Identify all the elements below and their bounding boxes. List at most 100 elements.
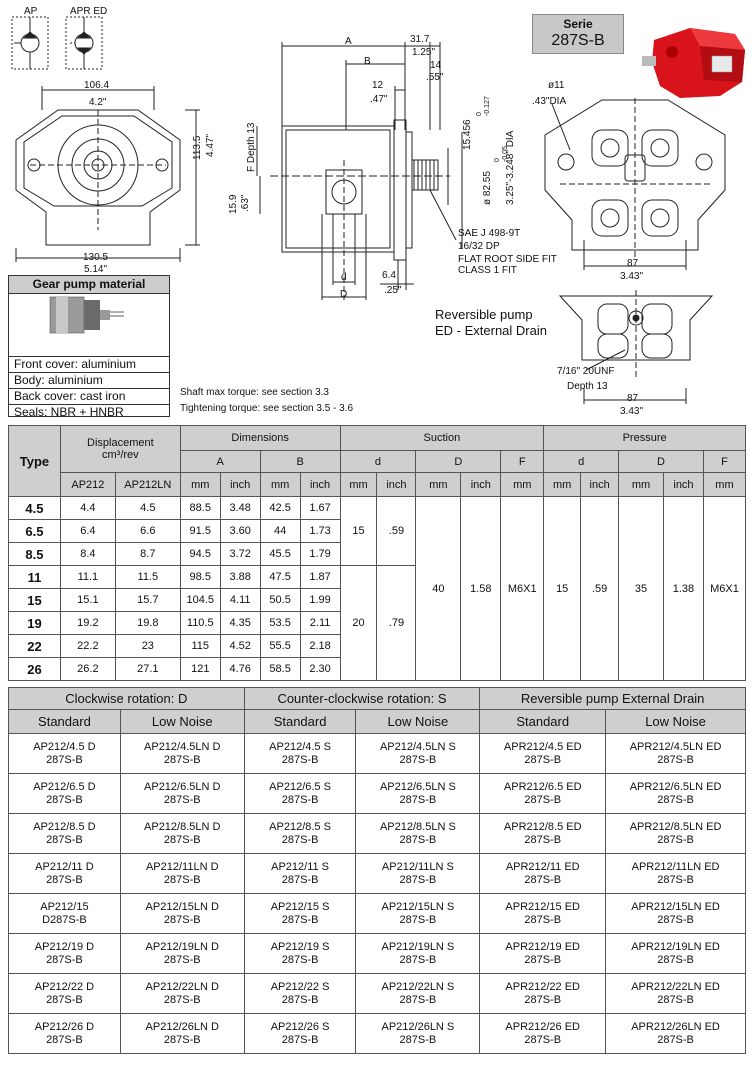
cell-a-in: 4.52 [219, 634, 261, 658]
cell-a-in: 4.76 [219, 657, 261, 681]
code-series-line: 287S-B [163, 873, 201, 886]
col-pressure: Pressure [543, 425, 746, 451]
code-series-line: 287S-B [163, 1033, 201, 1046]
code-line: APR212/8.5LN ED [629, 820, 722, 833]
col-suction-F: F [500, 450, 545, 473]
code-line: AP212/11LN S [381, 860, 454, 873]
col-standard: Standard [243, 709, 357, 734]
pump-photo [642, 28, 745, 98]
thread-spec-2: Depth 13 [567, 381, 608, 392]
code-series-line: 287S-B [524, 753, 562, 766]
cell-ap: 4.4 [59, 496, 116, 520]
code-series-line: 287S-B [46, 1033, 83, 1046]
col-low-noise: Low Noise [119, 709, 245, 734]
unit-mm: mm [179, 472, 221, 497]
col-type: Type [8, 425, 61, 497]
cell-b-in: 1.79 [299, 542, 341, 566]
symbol-apr-ed-label: APR ED [70, 6, 108, 17]
code-series-line: 287S-B [163, 993, 201, 1006]
cell-pressure-D-mm: 35 [618, 496, 664, 681]
cell-pressure-D-in: 1.38 [663, 496, 704, 681]
cell-b-in: 2.11 [299, 611, 341, 635]
dim-15-9: 15.9 [228, 194, 239, 214]
dim-dia-in: 3.25"-3.248" DIA [505, 130, 516, 205]
cell-a-in: 4.35 [219, 611, 261, 635]
dim-12: 12 [372, 80, 384, 91]
code-line: AP212/11 D [35, 860, 94, 873]
code-line: APR212/4.5LN ED [629, 740, 722, 753]
cell-ap: 26.2 [59, 657, 116, 681]
cell-b-in: 1.67 [299, 496, 341, 520]
code-series-line: 287S-B [163, 833, 201, 846]
unit-mm: mm [500, 472, 545, 497]
dim-a: A [345, 36, 352, 47]
code-line: AP212/22LN S [381, 980, 455, 993]
table-row: 22 22.2 23 115 4.52 55.5 2.18 [8, 634, 746, 658]
cell-ln: 11.5 [114, 565, 181, 589]
code-series-line: 287S-B [46, 993, 83, 1006]
cell-ap: 6.4 [59, 519, 116, 543]
code-line: AP212/26LN D [145, 1020, 219, 1033]
code-line: AP212/19 S [270, 940, 330, 953]
tol-15-lower: -0.127 [484, 96, 491, 116]
code-series-line: D287S-B [42, 913, 87, 926]
cell-type: 11 [8, 565, 61, 589]
cell-a-mm: 104.5 [179, 588, 221, 612]
col-ap212ln: AP212LN [114, 472, 181, 497]
cell-b-mm: 44 [259, 519, 301, 543]
cell-b-in: 2.18 [299, 634, 341, 658]
cell-pressure-d-in: .59 [580, 496, 620, 681]
code-series-line: 287S-B [657, 993, 694, 1006]
thread-spec-1: 7/16" 20UNF [557, 366, 615, 377]
material-title: Gear pump material [9, 276, 169, 294]
unit-inch: inch [580, 472, 620, 497]
code-series-line: 287S-B [657, 953, 694, 966]
front-width-mm: 106.4 [84, 80, 110, 91]
table-row: 26 26.2 27.1 121 4.76 58.5 2.30 [8, 657, 746, 681]
cell-type: 19 [8, 611, 61, 635]
code-series-line: 287S-B [399, 913, 437, 926]
cell-type: 4.5 [8, 496, 61, 520]
rear-dim-3-43: 3.43" [620, 271, 644, 282]
cell-ln: 4.5 [114, 496, 181, 520]
cell-ap: 19.2 [59, 611, 116, 635]
code-series-line: 287S-B [281, 913, 319, 926]
reversible-dim-87: 87 [627, 393, 639, 404]
dim-d: d [341, 272, 347, 283]
code-series-line: 287S-B [399, 793, 437, 806]
cell-ap: 8.4 [59, 542, 116, 566]
dim-15-456: 15.456 [462, 119, 473, 150]
code-series-line: 287S-B [281, 793, 319, 806]
cell-suction-d-mm: 15 [339, 496, 378, 566]
code-line: AP212/4.5 D [33, 740, 96, 753]
dim-47: .47" [370, 94, 388, 105]
displacement-unit: cm³/rev [102, 449, 139, 461]
front-height-in: 4.47" [205, 133, 216, 157]
dim-14: 14 [430, 60, 442, 71]
rear-view-drawing [544, 98, 726, 270]
code-series-line: 287S-B [46, 833, 83, 846]
cell-b-mm: 58.5 [259, 657, 301, 681]
sae-spec-3: FLAT ROOT SIDE FIT [458, 254, 557, 265]
dim-31-7: 31.7 [410, 34, 430, 45]
code-series-line: 287S-B [524, 953, 562, 966]
code-line: APR212/15LN ED [631, 900, 720, 913]
front-height-mm: 113.5 [192, 135, 203, 160]
